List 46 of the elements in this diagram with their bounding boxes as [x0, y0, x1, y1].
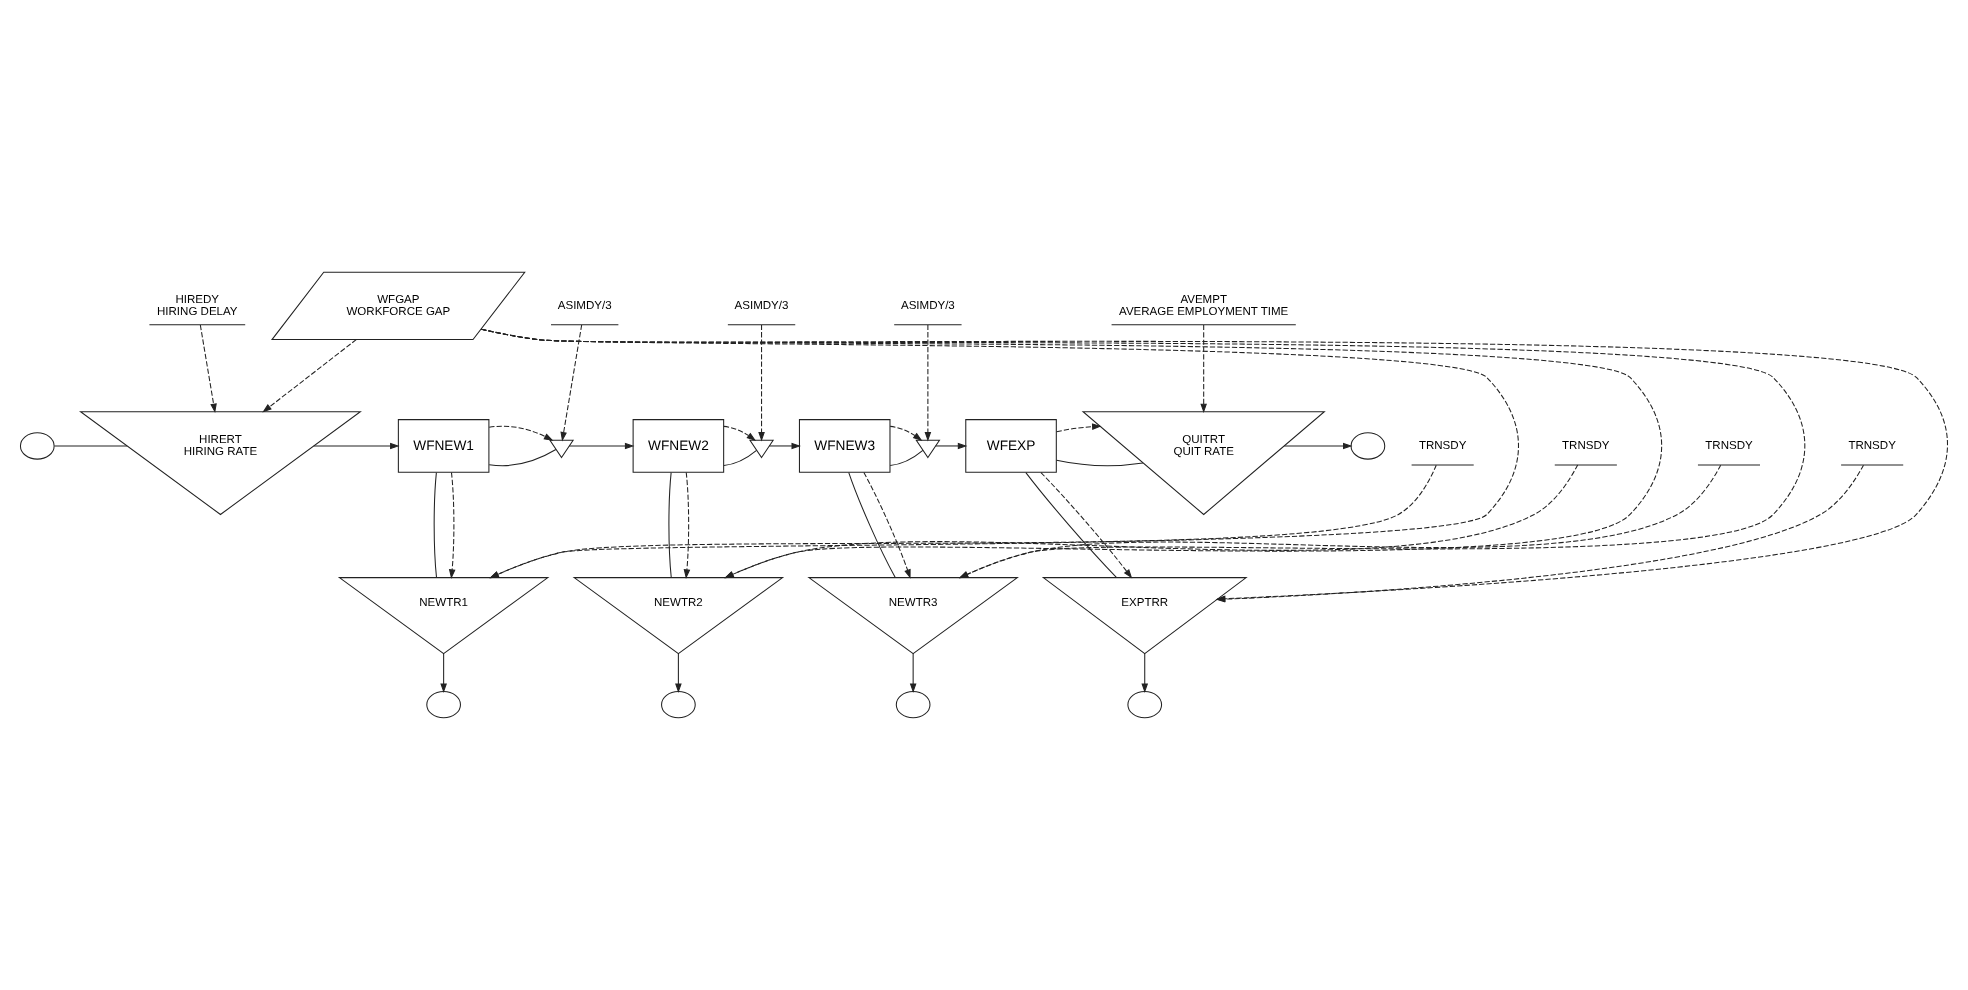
connector — [1056, 459, 1144, 467]
arrow — [440, 653, 447, 693]
node-cloud — [426, 690, 461, 719]
node-valve — [548, 439, 575, 459]
arrow — [568, 442, 635, 450]
arrow — [1040, 472, 1133, 579]
node-valve — [749, 439, 775, 459]
arrow — [313, 442, 400, 450]
connector — [53, 445, 128, 447]
arrow — [724, 464, 1579, 579]
connector — [488, 449, 557, 467]
arrow — [863, 472, 911, 579]
node-valve — [915, 439, 941, 459]
arrow — [758, 324, 765, 442]
arrow — [1056, 423, 1102, 433]
connector — [889, 449, 924, 467]
arrow — [924, 324, 932, 442]
arrow — [683, 472, 691, 579]
arrow — [262, 339, 357, 413]
arrow — [480, 328, 1948, 603]
arrow — [723, 425, 757, 441]
node-cloud — [1127, 690, 1163, 719]
connector — [723, 449, 758, 467]
connector — [1025, 472, 1117, 578]
arrow — [1141, 653, 1149, 693]
arrow — [488, 425, 554, 441]
node-cloud — [895, 690, 931, 719]
node-cloud — [1350, 432, 1386, 460]
arrow — [768, 442, 801, 450]
arrow — [909, 653, 917, 693]
connector — [668, 472, 672, 578]
connector — [433, 472, 437, 578]
arrow — [1215, 464, 1864, 603]
arrow — [199, 324, 217, 414]
arrow — [675, 653, 682, 693]
arrow — [889, 425, 923, 441]
arrow — [958, 464, 1722, 579]
arrow — [560, 324, 583, 442]
arrow — [448, 472, 456, 579]
node-cloud — [19, 432, 55, 460]
arrow — [1200, 324, 1207, 414]
connector — [848, 472, 896, 578]
arrow — [1283, 442, 1353, 450]
node-cloud — [661, 690, 696, 719]
arrow — [489, 464, 1437, 579]
arrow — [935, 442, 968, 450]
